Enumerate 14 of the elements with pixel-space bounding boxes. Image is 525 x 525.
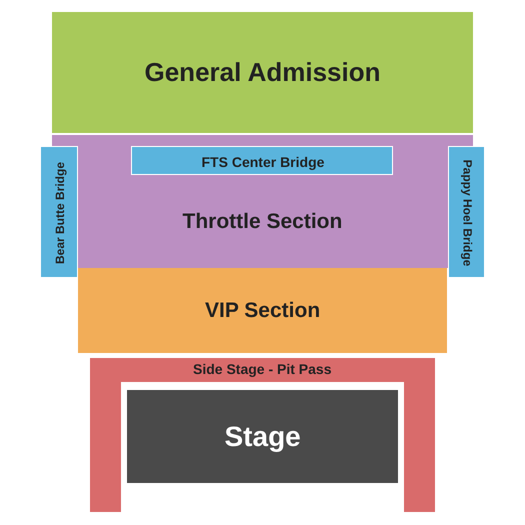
seating-section [40,146,78,278]
section-label: FTS Center Bridge [202,154,324,170]
stage-area [127,390,398,483]
section-label: Side Stage - Pit Pass [193,361,332,377]
section-label: VIP Section [205,298,320,322]
seating-section [448,146,485,278]
section-label: Bear Butte Bridge [53,162,68,264]
section-label: Pappy Hoel Bridge [460,160,474,266]
seating-section [131,146,393,175]
seating-section [52,12,473,133]
section-label: Stage [224,420,301,452]
section-label: General Admission [144,57,380,88]
section-label: Throttle Section [182,210,342,234]
seating-section [78,268,447,353]
